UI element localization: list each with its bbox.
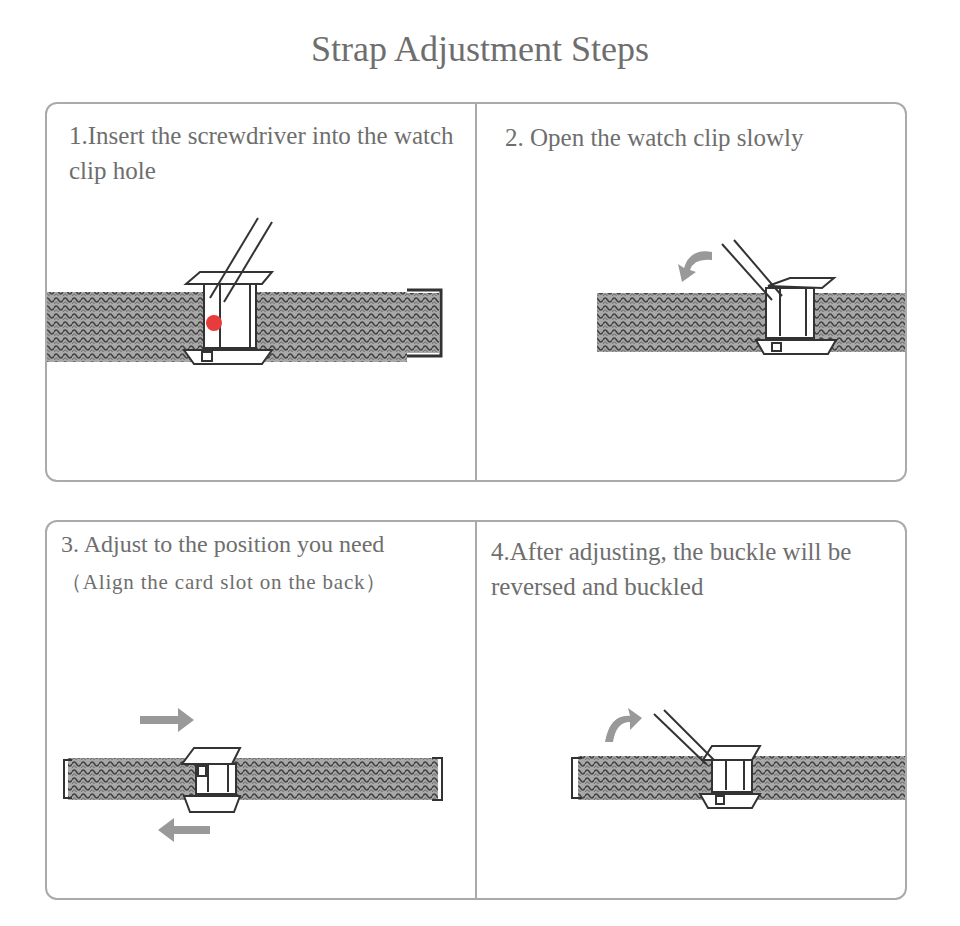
title: Strap Adjustment Steps	[0, 30, 960, 70]
step-text: 4.After adjusting, the buckle will be re…	[491, 534, 896, 604]
step-panel: 1.Insert the screwdriver into the watch …	[45, 102, 477, 482]
step-text: 1.Insert the screwdriver into the watch …	[69, 118, 464, 188]
step-panel: 2. Open the watch clip slowly	[475, 102, 907, 482]
step-text: （Align the card slot on the back）	[61, 568, 471, 597]
step-panel: 4.After adjusting, the buckle will be re…	[475, 520, 907, 900]
step-text: 3. Adjust to the position you need	[61, 528, 471, 562]
step-text: 2. Open the watch clip slowly	[505, 120, 900, 155]
step-panel: 3. Adjust to the position you need （Align…	[45, 520, 477, 900]
